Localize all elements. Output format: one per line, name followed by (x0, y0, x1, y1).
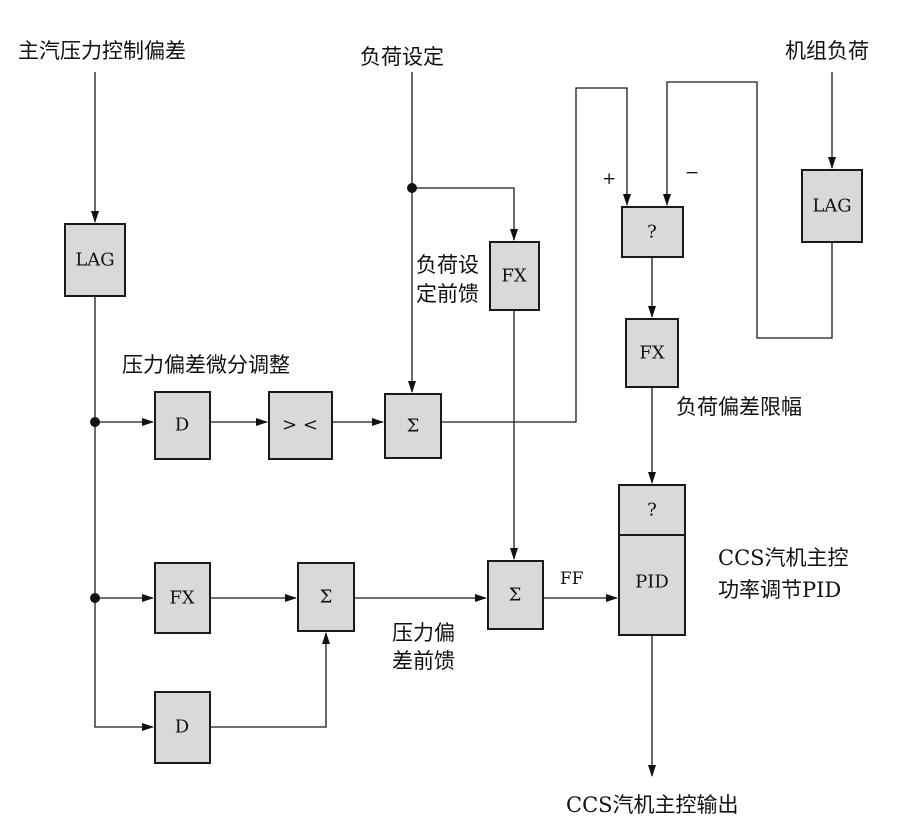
limiter-block (268, 391, 333, 460)
derivative-block-bottom-label: D (175, 717, 189, 738)
wire-lag-trunk (94, 296, 154, 731)
compare-block (621, 206, 684, 258)
fx-bottom-label: FX (169, 588, 194, 609)
lag-block-right (801, 169, 863, 243)
junction-dot (90, 417, 100, 427)
wire-load-branch (412, 187, 518, 241)
label-pressure-derivative: 压力偏差微分调整 (122, 353, 290, 377)
fx-deviation-label: FX (639, 343, 664, 364)
lag-block-left-label: LAG (75, 250, 114, 271)
compare-block-label: ? (647, 222, 657, 243)
label-pressure-ff-line2: 差前馈 (392, 649, 455, 673)
wire-lag-to-compare-minus (663, 81, 833, 339)
wire-d-bottom-to-sum (210, 632, 330, 728)
lag-block-left (64, 223, 126, 297)
label-pressure-ff-line1: 压力偏 (392, 621, 455, 645)
pid-top-label: ? (647, 500, 657, 521)
label-load-deviation-limit: 负荷偏差限幅 (676, 395, 802, 419)
sum-block-top (384, 393, 442, 459)
junction-dot (90, 593, 100, 603)
fx-load-ff-label: FX (501, 266, 526, 287)
fx-load-ff-block (489, 241, 540, 311)
label-pid-caption-line2: 功率调节PID (718, 578, 841, 602)
sum-block-bottom-right-label: Σ (509, 585, 522, 606)
fx-deviation-block (625, 318, 679, 388)
wire-sum-to-compare-plus (441, 87, 631, 423)
label-ff-signal: FF (560, 569, 584, 589)
label-output: CCS汽机主控输出 (566, 793, 739, 817)
derivative-block-top-label: D (175, 415, 189, 436)
label-load-ff-line2: 定前馈 (416, 282, 479, 306)
label-pid-caption-line1: CCS汽机主控 (718, 546, 849, 570)
pid-block (618, 484, 686, 636)
junction-dot (407, 183, 417, 193)
lag-block-right-label: LAG (812, 196, 851, 217)
label-load-ff-line1: 负荷设 (416, 253, 479, 277)
input-pressure-deviation: 主汽压力控制偏差 (18, 39, 186, 63)
input-unit-load: 机组负荷 (785, 39, 869, 63)
fx-bottom-block (154, 562, 211, 634)
derivative-block-bottom (154, 691, 211, 764)
limiter-block-label: > < (282, 415, 318, 436)
sum-block-bottom-left (297, 562, 355, 632)
pid-label: PID (635, 572, 669, 593)
sum-block-bottom-right (487, 560, 544, 630)
label-plus-sign: + (602, 169, 616, 189)
input-load-setpoint: 负荷设定 (360, 45, 444, 69)
sum-block-top-label: Σ (407, 416, 420, 437)
label-minus-sign: − (685, 163, 699, 183)
sum-block-bottom-left-label: Σ (320, 587, 333, 608)
derivative-block-top (154, 391, 211, 460)
